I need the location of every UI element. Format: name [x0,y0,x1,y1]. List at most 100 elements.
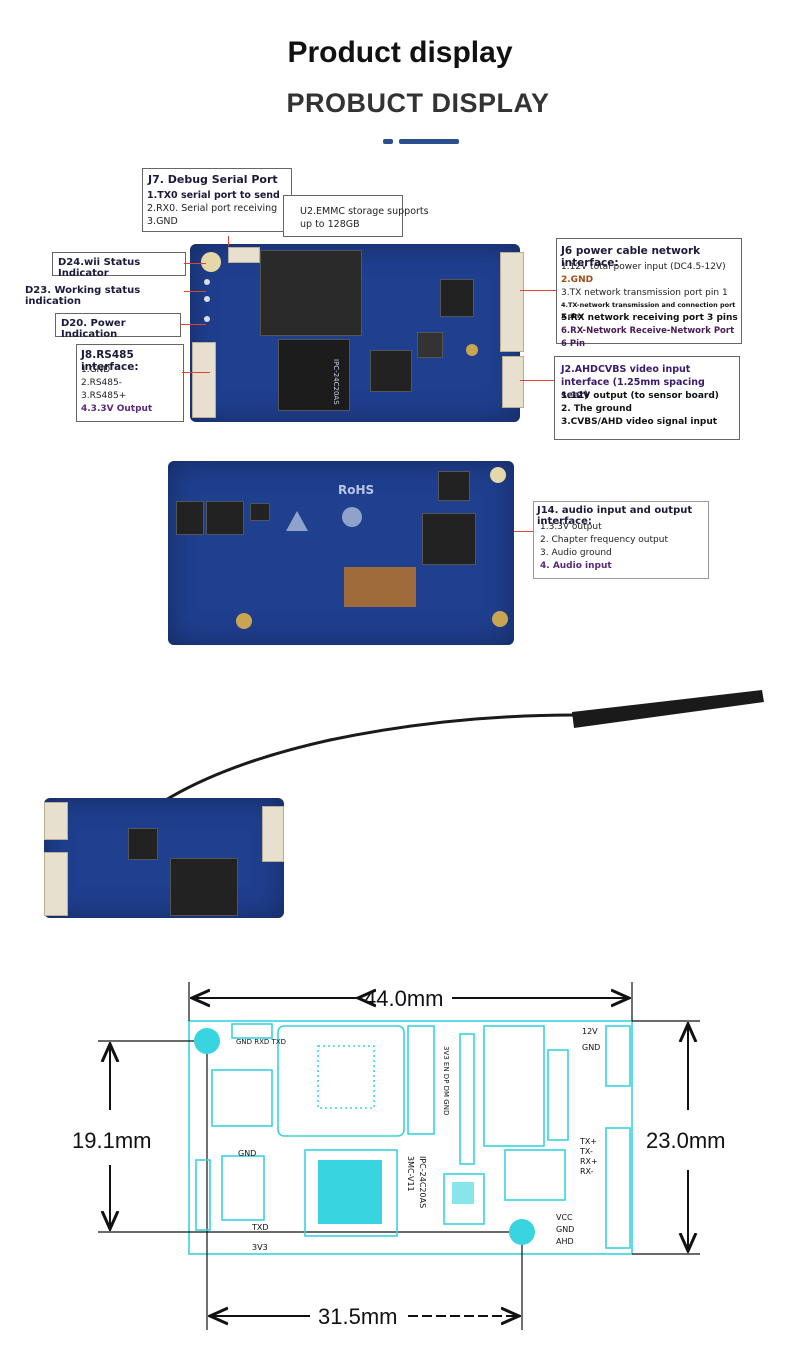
j6-line-6: 6.RX-Network Receive-Network Port 6 Pin [561,326,735,349]
antenna-pad [466,344,478,356]
dimension-drawing: 12V GND TX+ TX- RX+ RX- VCC GND AHD GND … [98,982,700,1330]
pcb-bottom-photo: RoHS [168,461,514,645]
pad-3 [492,611,508,627]
led-d20 [204,316,210,322]
connector-j7 [228,247,260,263]
callout-j2: J2.AHDCVBS video input interface (1.25mm… [554,356,740,440]
callout-d23: D23. Working status indication [24,280,184,307]
j7-line-1: 1.TX0 serial port to send [147,190,280,201]
soc-chip [278,339,350,411]
dimension-hole-vertical: 19.1mm [72,1128,152,1153]
chip-marking: IPC-24C20AS [332,359,340,405]
arrow-j6 [520,290,556,291]
j14-title: J14. audio input and output interface: [537,505,693,527]
d23-text: D23. Working status indication [25,285,141,307]
arrow-d20 [180,324,206,325]
pin-vcc: VCC [556,1213,573,1222]
pin-labels-top-left: GND RXD TXD [236,1038,286,1046]
board-outline [188,1020,633,1255]
connector-left-bottom [44,852,68,916]
ic-small [250,503,270,521]
callout-u2: U2.EMMC storage supports up to 128GB [283,195,429,237]
j14-line-3: 3. Audio ground [540,548,612,558]
page-subtitle: PROBUCT DISPLAY [286,88,550,118]
j2-title: J2.AHDCVBS video input interface (1.25mm… [561,364,705,401]
callout-d24: D24.wii Status Indicator [52,252,186,279]
pad-2 [490,467,506,483]
j2-line-1: 1.12V output (to sensor board) [561,391,719,401]
pin-ahd: AHD [556,1237,574,1246]
dimension-hole-horizontal: 31.5mm [318,1304,398,1329]
callout-j7: J7. Debug Serial Port 1.TX0 serial port … [142,168,292,232]
pin-txd-left: TXD [251,1223,269,1232]
connector-left-top [44,802,68,840]
soc-outline [304,1149,398,1237]
j6-line-5: 5.RX network receiving port 3 pins [561,313,738,323]
esd-symbol [286,511,308,531]
ic-center [422,513,476,565]
j6-line-4: 4.TX-network transmission and connection… [561,301,736,320]
regulator-2 [206,501,244,535]
led-d24 [204,279,210,285]
mounting-hole [201,252,221,272]
connector-j8 [192,342,216,418]
led-d23 [204,296,210,302]
j2-line-3: 3.CVBS/AHD video signal input [561,417,718,427]
title-divider-dot [383,139,393,144]
page-title: Product display [287,36,513,69]
ic-right [417,332,443,358]
dimension-width: 44.0mm [364,986,444,1011]
j7-line-3: 3.GND [147,216,178,227]
j8-line-2: 2.RS485- [81,378,122,388]
callout-j6: J6 power cable network interface: 1.12V … [556,238,742,349]
pin-gnd-bottom-right: GND [556,1225,574,1234]
callout-j8: J8.RS485 interface: 1.GND 2.RS485- 3.RS4… [76,344,184,422]
ic-3 [128,828,158,860]
arrow-d24 [184,263,206,264]
u2-text: U2.EMMC storage supports up to 128GB [300,206,429,230]
pin-rx-plus: RX+ [580,1157,598,1166]
pin-gnd-top-right: GND [582,1043,600,1052]
callout-d20: D20. Power Indication [55,313,181,340]
connector-j6 [500,252,524,352]
pin-rx-minus: RX- [580,1167,594,1176]
d20-text: D20. Power Indication [61,318,126,340]
emmc-chip [260,250,362,336]
j7-title: J7. Debug Serial Port [148,173,278,186]
pin-tx-plus: TX+ [579,1137,597,1146]
j8-title: J8.RS485 interface: [81,349,139,373]
j14-line-1: 1.3.3V output [540,522,602,532]
arrow-j14 [514,531,533,532]
j8-line-1: 1.GND [81,365,111,375]
arrow-j8 [182,372,210,373]
d24-text: D24.wii Status Indicator [58,257,141,279]
soc-chip-3 [170,858,238,916]
arrow-j2 [520,380,554,381]
arrow-d23 [184,291,206,292]
title-divider-bar [399,139,459,144]
callout-j14: J14. audio input and output interface: 1… [533,501,709,579]
rohs-mark: RoHS [338,483,375,497]
pad-1 [236,613,252,629]
recycle-symbol [342,507,362,527]
mounting-hole-bottom-right [509,1219,535,1245]
regulator-1 [176,501,204,535]
j8-line-4: 4.3.3V Output [81,404,153,414]
emmc-outline [277,1025,405,1137]
chip-marking2-drawing: 3MC-V11 [406,1156,415,1192]
ic-top-right [440,279,474,317]
arrow-j7 [228,236,229,246]
mounting-hole-top-left [194,1028,220,1054]
connector-j2 [502,356,524,408]
j8-line-3: 3.RS485+ [81,391,127,401]
j14-line-4: 4. Audio input [540,561,612,571]
pin-labels-center: 3V3 EN DP DM GND [442,1046,450,1115]
j6-title: J6 power cable network interface: [561,245,701,269]
j14-line-2: 2. Chapter frequency output [540,535,668,545]
ground-pad [344,567,416,607]
j7-line-2: 2.RX0. Serial port receiving [147,203,278,214]
connector-right [262,806,284,862]
pin-tx-minus: TX- [579,1147,593,1156]
j2-line-2: 2. The ground [561,404,632,414]
pcb-with-antenna-photo [44,798,284,918]
